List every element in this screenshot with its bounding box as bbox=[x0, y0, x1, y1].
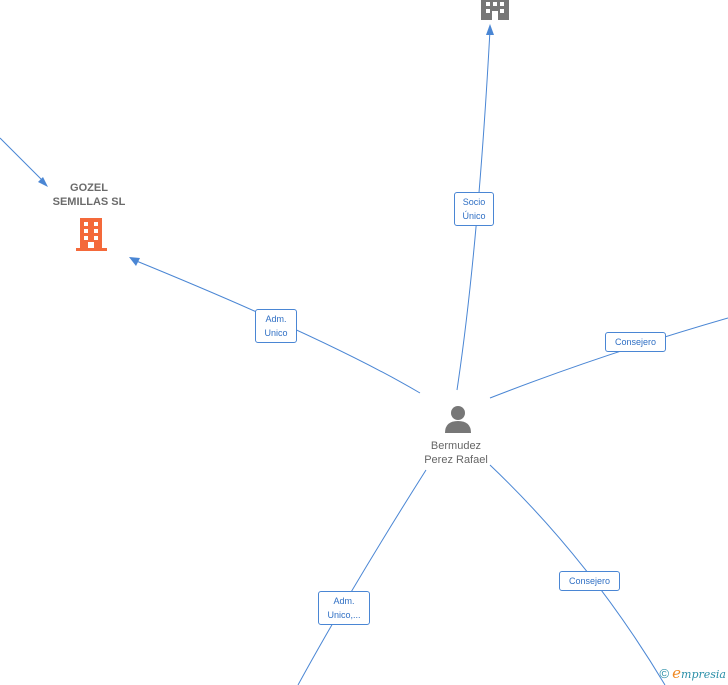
edge-adm-unico-2 bbox=[297, 469, 427, 685]
edge-label-line1: Consejero bbox=[614, 337, 657, 347]
arrowhead-adm-unico bbox=[129, 257, 140, 266]
arrowhead-socio-unico bbox=[486, 24, 494, 35]
edge-consejero-right bbox=[489, 317, 728, 399]
edge-label-line1: Socio bbox=[462, 197, 486, 207]
edge-offscreen-to-gozel bbox=[0, 137, 46, 184]
copyright-icon: © bbox=[659, 666, 670, 681]
building-icon[interactable] bbox=[481, 0, 509, 20]
edge-label-line1: Consejero bbox=[568, 576, 611, 586]
edge-label-line1: Adm. bbox=[333, 596, 355, 606]
person-icon[interactable] bbox=[445, 406, 471, 433]
edge-label-line2: Unico bbox=[264, 328, 288, 338]
edge-label-line2: Unico,... bbox=[327, 610, 361, 620]
edge-label-consejero-bottom[interactable]: Consejero bbox=[559, 571, 620, 591]
edge-label-line2: Único bbox=[462, 211, 486, 221]
edge-label-adm-unico-2[interactable]: Adm. Unico,... bbox=[318, 591, 370, 625]
edge-label-socio-unico[interactable]: Socio Único bbox=[454, 192, 494, 226]
brand-initial: e bbox=[672, 664, 682, 682]
person-name-line2: Perez Rafael bbox=[424, 454, 488, 466]
empresia-watermark: © empresia bbox=[659, 664, 726, 682]
person-name-line1: Bermudez bbox=[430, 440, 482, 452]
edge-socio-unico bbox=[456, 29, 491, 391]
person-node-label[interactable]: Bermudez Perez Rafael bbox=[400, 439, 512, 467]
edge-adm-unico bbox=[133, 259, 421, 394]
edge-label-adm-unico[interactable]: Adm. Unico bbox=[255, 309, 297, 343]
building-icon[interactable] bbox=[76, 218, 107, 251]
edge-consejero-bottom bbox=[489, 464, 666, 685]
edge-label-consejero-right[interactable]: Consejero bbox=[605, 332, 666, 352]
arrowhead-gozel-top bbox=[38, 177, 48, 187]
edge-label-line1: Adm. bbox=[265, 314, 287, 324]
brand-name: mpresia bbox=[681, 668, 726, 681]
company-name-line1: GOZEL bbox=[70, 182, 108, 194]
company-node-label[interactable]: GOZEL SEMILLAS SL bbox=[30, 181, 148, 209]
company-name-line2: SEMILLAS SL bbox=[52, 196, 126, 208]
